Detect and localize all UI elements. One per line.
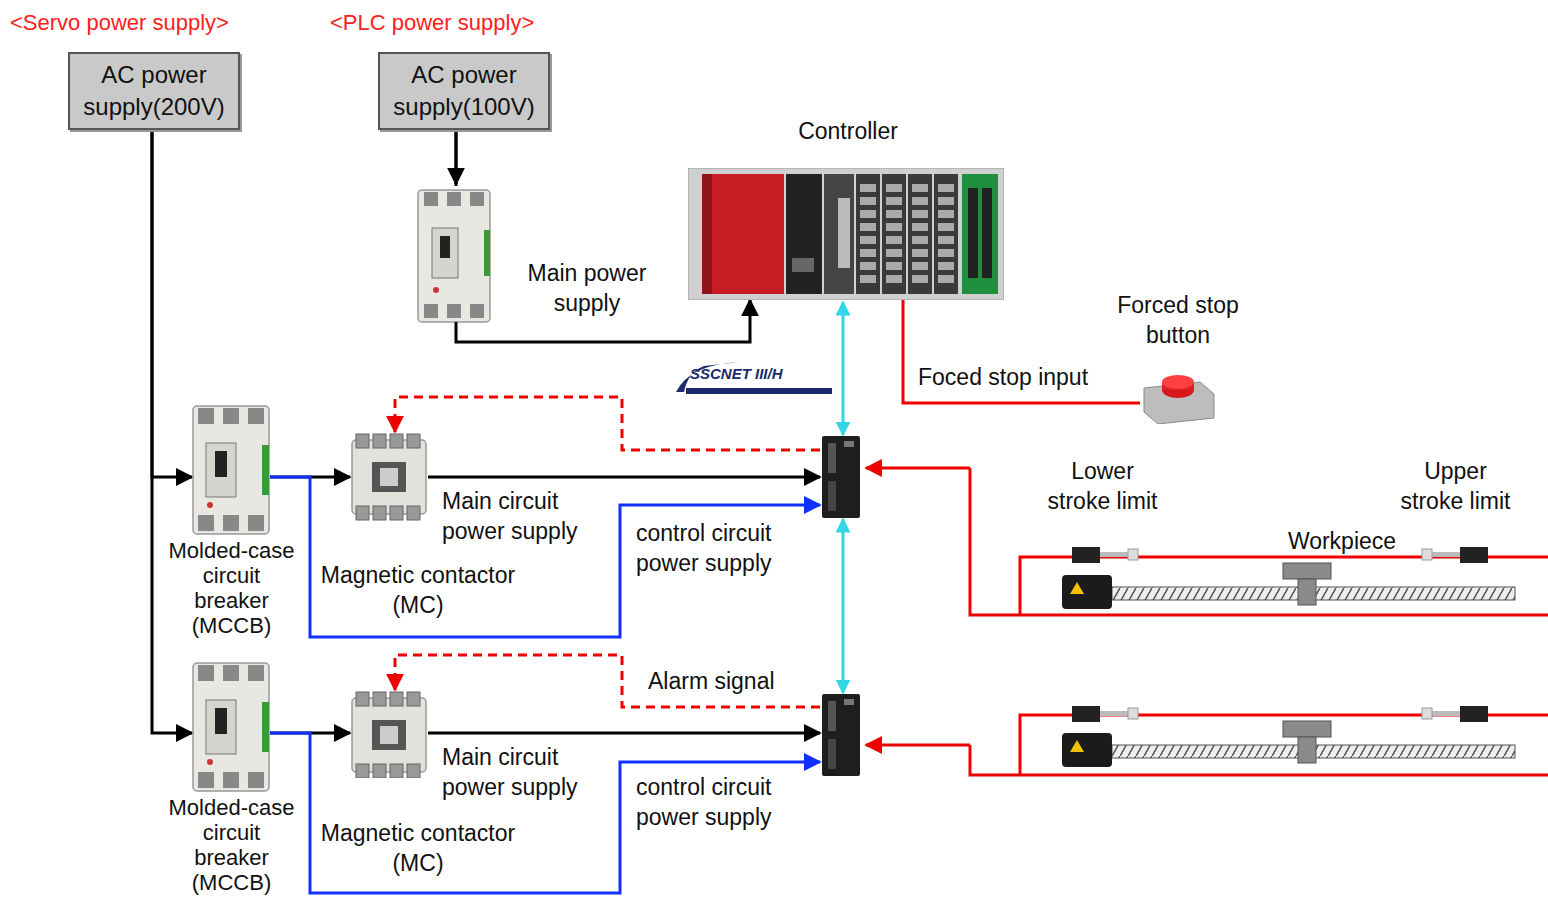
amp-picture <box>820 693 862 777</box>
power-source-box: AC power supply(100V) <box>378 52 550 130</box>
circuit-breaker: Molded-case circuit breaker (MCCB) <box>192 405 270 535</box>
part-label: Forced stop button <box>1098 290 1258 350</box>
part-label: Workpiece <box>1272 526 1412 556</box>
connector <box>395 397 820 450</box>
connector <box>842 302 845 435</box>
part-label: Molded-case circuit breaker (MCCB) <box>164 795 299 895</box>
axis <box>1062 706 1515 767</box>
power-source-box: AC power supply(200V) <box>68 52 240 130</box>
limit-wire <box>970 715 1548 775</box>
connector-label: Main circuit power supply <box>442 486 612 546</box>
connector <box>152 130 192 733</box>
connector <box>456 130 750 342</box>
part-label: Upper stroke limit <box>1393 456 1518 516</box>
section-title: <PLC power supply> <box>330 8 610 38</box>
contactor: Magnetic contactor (MC) <box>350 432 428 522</box>
connector <box>428 732 820 735</box>
part-label: Magnetic contactor (MC) <box>318 818 518 878</box>
network-logo: SSCNET III/H <box>690 364 832 384</box>
servo-amplifier <box>820 435 862 519</box>
connector-label: Foced stop input <box>918 362 1148 392</box>
connector <box>428 476 820 479</box>
connector-label: Main circuit power supply <box>442 742 612 802</box>
part-label: Molded-case circuit breaker (MCCB) <box>164 538 299 638</box>
connector-label: control circuit power supply <box>636 518 814 578</box>
part-label: Lower stroke limit <box>1040 456 1165 516</box>
mccb-picture <box>192 405 270 535</box>
mc-picture <box>350 432 428 522</box>
connector <box>395 655 820 707</box>
connector-label: Main power supply <box>512 258 662 318</box>
connector-label: control circuit power supply <box>636 772 814 832</box>
limit-wire <box>866 744 970 747</box>
box-label: AC power supply(100V) <box>380 59 548 123</box>
section-title: <Servo power supply> <box>10 8 310 38</box>
part-label: Magnetic contactor (MC) <box>318 560 518 620</box>
mc-picture <box>350 690 428 778</box>
box-label: AC power supply(200V) <box>70 59 238 123</box>
logo-bar <box>686 388 832 394</box>
connector-label: Alarm signal <box>648 666 813 696</box>
contactor: Magnetic contactor (MC) <box>350 690 428 778</box>
plc-breaker <box>418 190 490 322</box>
button-picture <box>1140 368 1216 424</box>
connector <box>842 519 845 693</box>
connector <box>152 130 192 477</box>
servo-amplifier <box>820 693 862 777</box>
stop-button: Forced stop button <box>1140 368 1216 424</box>
amp-picture <box>820 435 862 519</box>
axis <box>1062 547 1515 609</box>
limit-wire <box>866 467 970 470</box>
part-label: Controller <box>758 116 938 146</box>
circuit-breaker: Molded-case circuit breaker (MCCB) <box>192 662 270 792</box>
mccb-picture <box>192 662 270 792</box>
ctrl-picture <box>688 168 1004 300</box>
controller: Controller <box>688 168 1004 300</box>
